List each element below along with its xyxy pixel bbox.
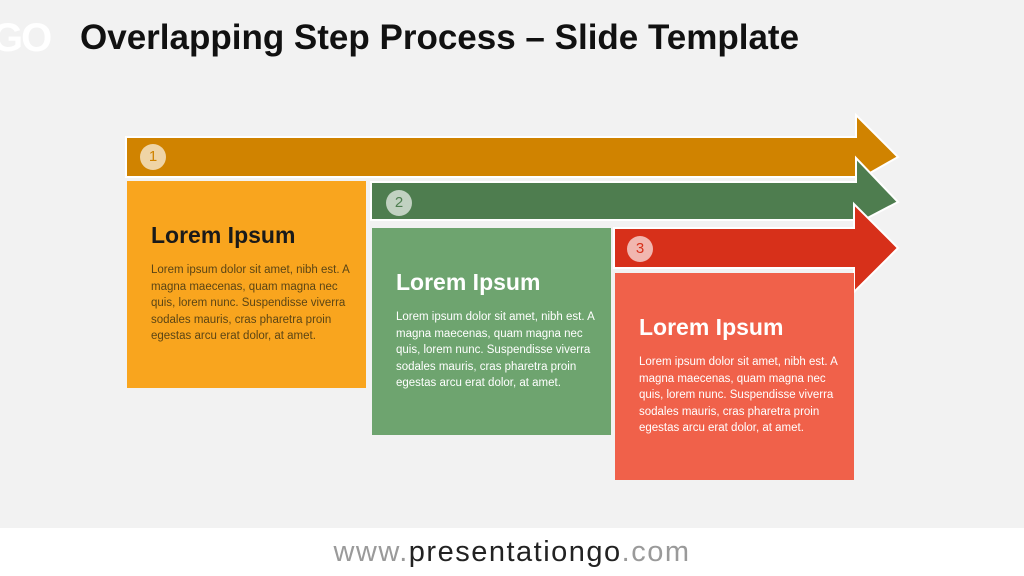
step-2-arrow	[370, 155, 900, 226]
step-1-arrow	[125, 112, 900, 183]
footer-url[interactable]: www.presentationgo.com	[0, 528, 1024, 576]
step-2-description: Lorem ipsum dolor sit amet, nibh est. A …	[396, 311, 595, 389]
footer-url-prefix: www.	[333, 536, 409, 568]
step-1-description: Lorem ipsum dolor sit amet, nibh est. A …	[151, 264, 350, 342]
step-1-card: Lorem Ipsum Lorem ipsum dolor sit amet, …	[127, 181, 366, 388]
footer-url-brand: presentationgo	[408, 536, 622, 568]
step-1-number-badge: 1	[140, 144, 166, 170]
step-3-arrow	[613, 201, 900, 295]
step-3-description: Lorem ipsum dolor sit amet, nibh est. A …	[639, 356, 838, 434]
step-1-heading: Lorem Ipsum	[151, 222, 296, 248]
step-3-card: Lorem Ipsum Lorem ipsum dolor sit amet, …	[615, 273, 854, 480]
slide-canvas: GO Overlapping Step Process – Slide Temp…	[0, 0, 1024, 528]
step-2-heading: Lorem Ipsum	[396, 269, 541, 295]
step-2-number-badge: 2	[386, 190, 412, 216]
step-3-heading: Lorem Ipsum	[639, 314, 784, 340]
step-3-number-badge: 3	[627, 236, 653, 262]
step-2-card: Lorem Ipsum Lorem ipsum dolor sit amet, …	[372, 228, 611, 435]
page-title: Overlapping Step Process – Slide Templat…	[80, 18, 800, 57]
logo-mark: GO	[0, 16, 52, 60]
footer-url-suffix: .com	[621, 536, 691, 568]
